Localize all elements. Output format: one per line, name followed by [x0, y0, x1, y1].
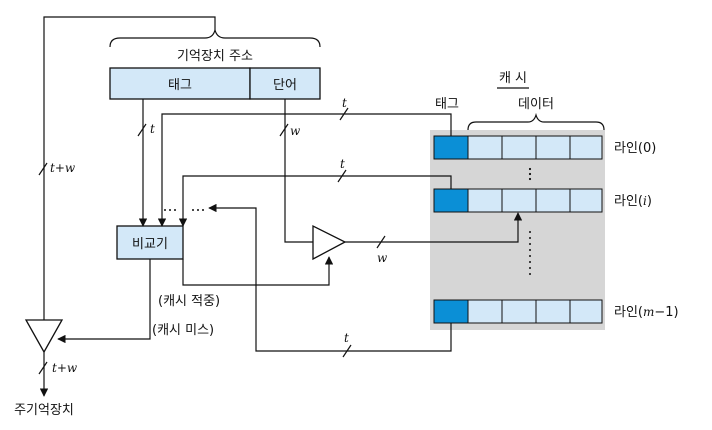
address-title: 기억장치 주소	[177, 49, 253, 64]
line-i-tag-wire	[178, 175, 452, 227]
gate-to-data-wire	[345, 212, 523, 243]
tag-bus-label: t	[150, 122, 155, 136]
line-m-tag-wire	[208, 203, 452, 352]
line0-label: 라인(0)	[614, 141, 656, 156]
line-i-label: 라인(i)	[614, 194, 652, 209]
address-bus-label: t+w	[50, 161, 76, 175]
gate-output-label: w	[377, 251, 388, 265]
line0-tag-label: t	[342, 96, 347, 110]
line-i-tag-label: t	[340, 157, 345, 171]
memory-bus-label: t+w	[52, 361, 78, 375]
word-bus-label: w	[290, 124, 301, 138]
comparator-dots	[164, 209, 204, 211]
memory-gate	[24, 319, 64, 354]
address-word-field	[249, 67, 321, 100]
cache-miss-wire	[57, 259, 151, 344]
data-brace	[467, 112, 605, 131]
address-tag-label: 태그	[168, 78, 192, 93]
tag-bus-slash	[137, 123, 147, 137]
memory-bus-slash	[38, 361, 48, 375]
address-brace	[109, 29, 321, 48]
word-bus-slash	[279, 123, 289, 137]
main-memory-label: 주기억장치	[14, 403, 74, 418]
ellipsis-upper	[528, 167, 532, 181]
address-word-label: 단어	[273, 78, 297, 93]
address-tag-field	[109, 67, 251, 100]
ellipsis-lower	[529, 231, 531, 275]
cache-tag-header: 태그	[435, 97, 459, 112]
line-i-tag-slash	[337, 169, 347, 183]
cache-line-i	[433, 188, 603, 213]
cache-hit-label: (캐시 적중)	[158, 294, 220, 309]
gate-output-slash	[376, 235, 386, 249]
cache-title: 캐 시	[499, 71, 527, 86]
word-select-gate	[312, 224, 347, 261]
address-bus-slash	[38, 162, 48, 176]
line-m-tag-slash	[342, 344, 352, 358]
cache-miss-label: (캐시 미스)	[152, 323, 214, 338]
line-m-tag-label: t	[344, 331, 349, 345]
line0-tag-wire	[157, 113, 452, 227]
cache-hit-wire	[182, 256, 334, 286]
cache-line-m-1	[433, 299, 603, 324]
word-to-gate-wire	[284, 99, 313, 243]
cache-data-header: 데이터	[518, 97, 554, 112]
line0-tag-slash	[339, 107, 349, 121]
cache-line-0	[433, 135, 603, 160]
comparator-label: 비교기	[132, 237, 168, 252]
line-m-label: 라인(m−1)	[614, 305, 679, 320]
